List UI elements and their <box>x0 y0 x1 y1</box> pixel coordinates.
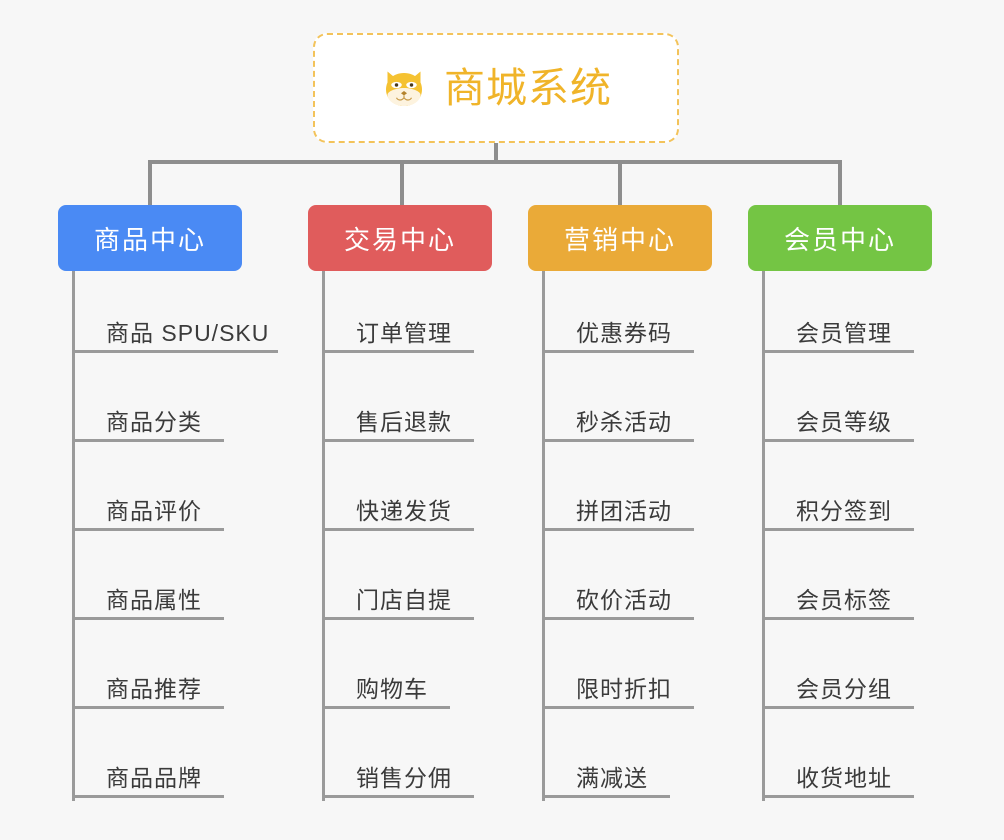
leaf-item-label: 商品评价 <box>106 498 202 524</box>
leaf-item-label: 商品推荐 <box>106 676 202 702</box>
connector-drop-1 <box>148 160 152 208</box>
leaf-item-rule <box>762 350 914 353</box>
connector-drop-4 <box>838 160 842 208</box>
leaf-item-rule <box>322 350 474 353</box>
category-header-1[interactable]: 商品中心 <box>58 205 242 271</box>
category-header-label: 会员中心 <box>783 224 896 255</box>
leaf-item-label: 秒杀活动 <box>576 409 672 435</box>
leaf-item-rule <box>322 617 474 620</box>
leaf-item-label: 会员分组 <box>796 676 892 702</box>
leaf-item-label: 优惠券码 <box>576 320 672 346</box>
leaf-item-label: 商品品牌 <box>106 765 202 791</box>
leaf-item-rule <box>762 706 914 709</box>
leaf-item-label: 售后退款 <box>356 409 452 435</box>
leaf-item-label: 快递发货 <box>356 498 452 524</box>
connector-drop-3 <box>618 160 622 208</box>
leaf-item-rule <box>72 528 224 531</box>
column-trunk-line <box>322 271 325 801</box>
leaf-item-label: 限时折扣 <box>576 676 672 702</box>
category-header-label: 商品中心 <box>93 224 206 255</box>
leaf-item-label: 商品属性 <box>106 587 202 613</box>
leaf-item-label: 门店自提 <box>356 587 452 613</box>
leaf-item-label: 商品 SPU/SKU <box>106 320 270 346</box>
column-trunk-line <box>762 271 765 801</box>
leaf-item-label: 销售分佣 <box>356 765 452 791</box>
leaf-item-rule <box>762 795 914 798</box>
root-title: 商城系统 <box>444 64 612 111</box>
leaf-item-label: 购物车 <box>356 676 428 702</box>
leaf-item-rule <box>72 706 224 709</box>
leaf-item-rule <box>542 617 694 620</box>
leaf-item-rule <box>542 706 694 709</box>
leaf-item-rule <box>542 350 694 353</box>
leaf-item-label: 会员等级 <box>796 409 892 435</box>
leaf-item-label: 订单管理 <box>356 320 452 346</box>
root-node[interactable]: 商城系统 <box>313 33 679 143</box>
category-header-label: 交易中心 <box>343 224 456 255</box>
category-header-label: 营销中心 <box>563 224 676 255</box>
leaf-item-rule <box>322 706 450 709</box>
leaf-item-rule <box>762 617 914 620</box>
connector-horizontal-bus <box>148 160 842 164</box>
leaf-item-label: 拼团活动 <box>576 498 672 524</box>
leaf-item-label: 商品分类 <box>106 409 202 435</box>
leaf-item-rule <box>72 795 224 798</box>
leaf-item-rule <box>542 528 694 531</box>
connector-root-stem <box>494 143 498 164</box>
connector-drop-2 <box>400 160 404 208</box>
leaf-item-rule <box>322 528 474 531</box>
leaf-item-rule <box>72 439 224 442</box>
category-header-3[interactable]: 营销中心 <box>528 205 712 271</box>
leaf-item-rule <box>762 528 914 531</box>
category-header-2[interactable]: 交易中心 <box>308 205 492 271</box>
leaf-item-rule <box>322 439 474 442</box>
leaf-item-rule <box>542 439 694 442</box>
leaf-item-label: 会员标签 <box>796 587 892 613</box>
column-trunk-line <box>72 271 75 801</box>
leaf-item-rule <box>72 350 278 353</box>
leaf-item-label: 砍价活动 <box>576 587 672 613</box>
shiba-dog-face-icon <box>380 64 428 112</box>
leaf-item-rule <box>322 795 474 798</box>
leaf-item-rule <box>72 617 224 620</box>
leaf-item-rule <box>542 795 670 798</box>
leaf-item-label: 满减送 <box>576 765 648 791</box>
leaf-item-rule <box>762 439 914 442</box>
category-header-4[interactable]: 会员中心 <box>748 205 932 271</box>
leaf-item-label: 收货地址 <box>796 765 892 791</box>
leaf-item-label: 会员管理 <box>796 320 892 346</box>
column-trunk-line <box>542 271 545 801</box>
leaf-item-label: 积分签到 <box>796 498 892 524</box>
